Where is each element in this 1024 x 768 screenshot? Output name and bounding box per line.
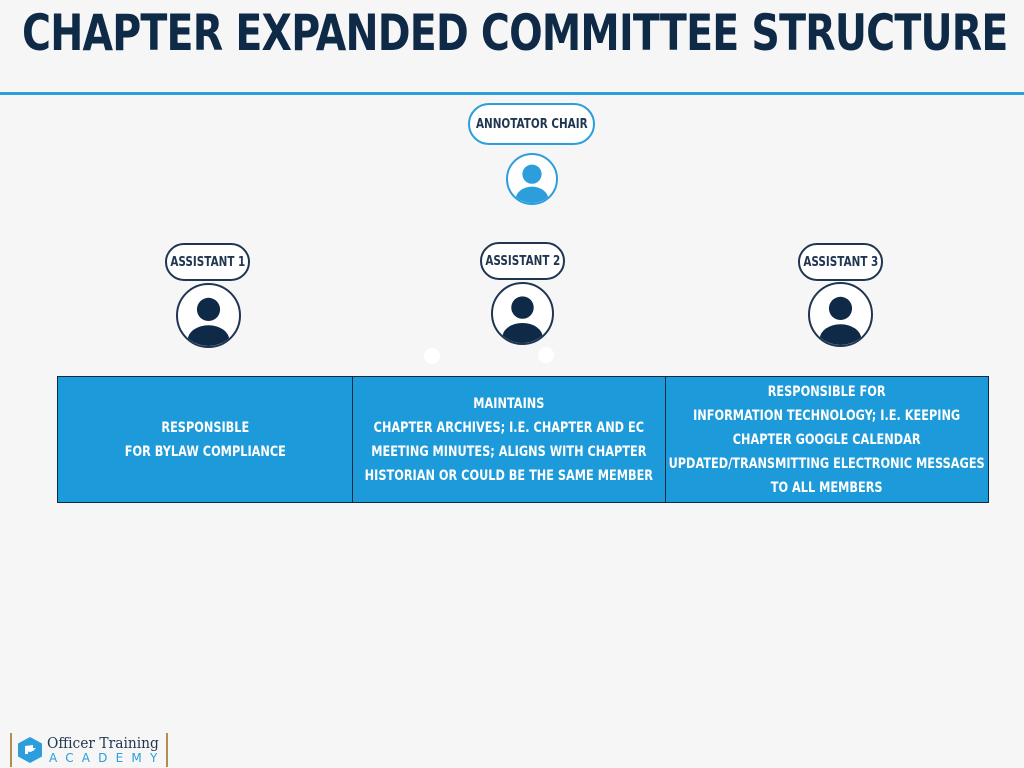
chair-label-text: ANNOTATOR CHAIR: [475, 116, 588, 132]
assistant-1-label: ASSISTANT 1: [165, 243, 250, 281]
person-avatar-icon: [176, 283, 241, 348]
assistant-2-label: ASSISTANT 2: [480, 242, 565, 280]
decorative-dot: [424, 348, 440, 364]
assistant-3-label: ASSISTANT 3: [798, 243, 883, 281]
officer-training-academy-logo: Officer Training ACADEMY: [10, 733, 168, 767]
responsibility-text-2: MAINTAINS CHAPTER ARCHIVES; I.E. CHAPTER…: [364, 395, 654, 484]
person-avatar-icon: [506, 153, 558, 205]
responsibility-cell-2: MAINTAINS CHAPTER ARCHIVES; I.E. CHAPTER…: [353, 377, 666, 502]
page-title: CHAPTER EXPANDED COMMITTEE STRUCTURE: [22, 4, 1008, 62]
title-divider: [0, 92, 1024, 95]
responsibility-text-1: RESPONSIBLE FOR BYLAW COMPLIANCE: [124, 419, 286, 460]
person-avatar-icon: [808, 282, 873, 347]
decorative-dot: [538, 347, 554, 363]
assistant-2-label-text: ASSISTANT 2: [485, 253, 560, 269]
logo-line-1: Officer Training: [47, 734, 159, 752]
academy-hexagon-icon: [16, 736, 44, 764]
chair-label: ANNOTATOR CHAIR: [468, 103, 595, 145]
responsibility-cell-3: RESPONSIBLE FOR INFORMATION TECHNOLOGY; …: [666, 377, 988, 502]
person-avatar-icon: [491, 282, 554, 345]
assistant-3-label-text: ASSISTANT 3: [803, 254, 878, 270]
logo-line-2: ACADEMY: [49, 751, 166, 765]
responsibility-cell-1: RESPONSIBLE FOR BYLAW COMPLIANCE: [58, 377, 353, 502]
responsibility-table: RESPONSIBLE FOR BYLAW COMPLIANCE MAINTAI…: [57, 376, 989, 503]
assistant-1-label-text: ASSISTANT 1: [170, 254, 245, 270]
responsibility-text-3: RESPONSIBLE FOR INFORMATION TECHNOLOGY; …: [668, 383, 986, 496]
